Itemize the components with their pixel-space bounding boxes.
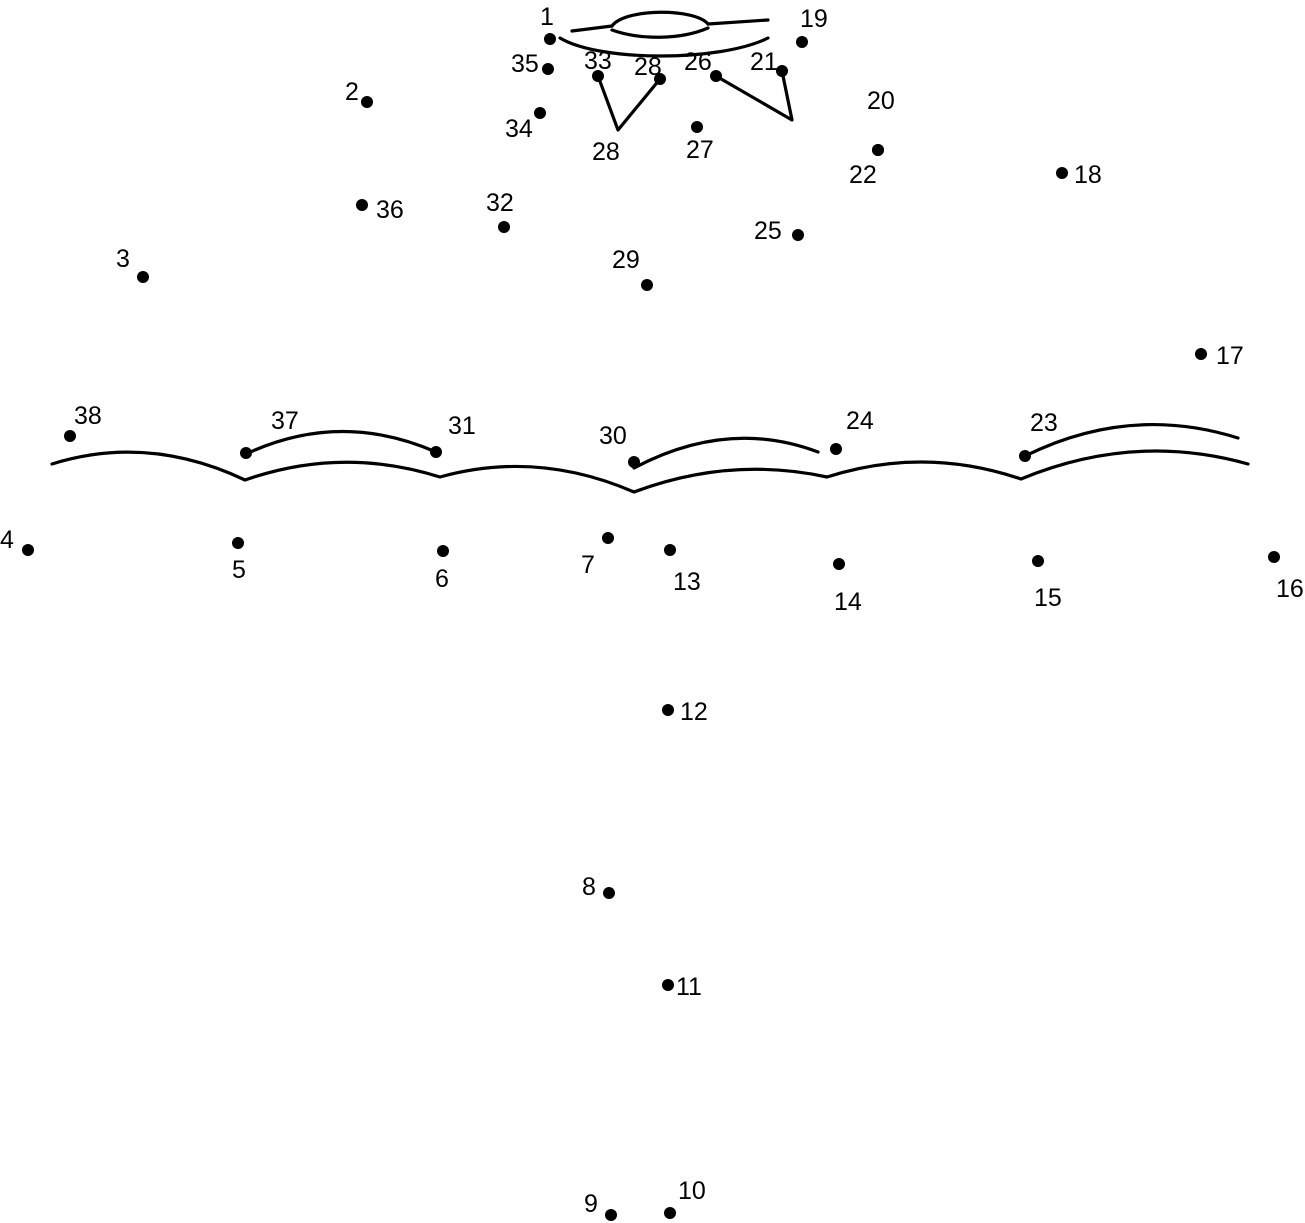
hat-right-brim-line [706, 18, 770, 26]
dot-label-26: 26 [684, 48, 712, 76]
dot-37 [240, 447, 252, 459]
dot-label-18: 18 [1074, 161, 1102, 189]
dot-28 [654, 73, 666, 85]
dot-label-20: 20 [867, 87, 895, 115]
scalloped-wave-line [50, 449, 1250, 494]
dot-29 [641, 279, 653, 291]
dot-8 [603, 887, 615, 899]
dot-9 [605, 1209, 617, 1221]
dot-label-15: 15 [1034, 584, 1062, 612]
dot-label-37: 37 [271, 407, 299, 435]
dot-12 [662, 704, 674, 716]
dot-label-34: 34 [505, 115, 533, 143]
dot-14 [833, 558, 845, 570]
dot-3 [137, 271, 149, 283]
dot-38 [64, 430, 76, 442]
dot-1 [544, 33, 556, 45]
hat-inner-line [610, 26, 710, 39]
dot-24 [830, 443, 842, 455]
dot-13 [664, 544, 676, 556]
dot-label-38: 38 [74, 402, 102, 430]
dot-19 [796, 36, 808, 48]
dot-11 [662, 979, 674, 991]
hat-bottom-line [558, 36, 770, 58]
guide-lines [50, 10, 1250, 494]
dot-33 [592, 70, 604, 82]
upper-arc-1 [244, 429, 438, 456]
dot-26 [710, 70, 722, 82]
left-v-line [596, 74, 662, 132]
dot-5 [232, 537, 244, 549]
hat-crown-line [610, 10, 710, 28]
dot-21 [776, 65, 788, 77]
dot-label-28: 28 [634, 53, 662, 81]
dot-label-12: 12 [680, 698, 708, 726]
dot-label-35: 35 [511, 50, 539, 78]
right-hook-line [714, 69, 794, 122]
dot-label-13: 13 [673, 568, 701, 596]
dot-2 [361, 96, 373, 108]
upper-arc-2 [632, 436, 820, 470]
dot-label-11: 11 [676, 973, 702, 1001]
dot-label-36: 36 [376, 196, 404, 224]
dot-label-25: 25 [754, 217, 782, 245]
dot-label-31: 31 [448, 412, 476, 440]
dot-label-19: 19 [800, 5, 828, 33]
dot-label-5: 5 [232, 556, 246, 584]
dot-label-10: 10 [678, 1177, 706, 1205]
dot-label-32: 32 [486, 189, 514, 217]
dot-10 [664, 1207, 676, 1219]
dot-label-3: 3 [116, 245, 130, 273]
hat-brim-line [570, 24, 614, 33]
dot-label-23: 23 [1030, 409, 1058, 437]
dot-16 [1268, 551, 1280, 563]
dot-label-2: 2 [345, 78, 359, 106]
dot-label-24: 24 [846, 407, 874, 435]
dot-30 [628, 456, 640, 468]
dot-label-27: 27 [686, 136, 714, 164]
dot-32 [498, 221, 510, 233]
extra-labels: 28 [592, 138, 620, 166]
dot-label-22: 22 [849, 161, 877, 189]
dot-6 [437, 545, 449, 557]
dot-25 [792, 229, 804, 241]
dot-label-8: 8 [582, 873, 596, 901]
dot-label-9: 9 [584, 1190, 598, 1218]
dot-label-17: 17 [1216, 342, 1244, 370]
dot-15 [1032, 555, 1044, 567]
dot-35 [542, 63, 554, 75]
extra-label-28: 28 [592, 138, 620, 166]
dot-18 [1056, 167, 1068, 179]
dot-36 [356, 199, 368, 211]
dot-4 [22, 544, 34, 556]
dot-label-14: 14 [834, 588, 862, 616]
dot-27 [691, 121, 703, 133]
dot-label-6: 6 [435, 565, 449, 593]
dot-label-16: 16 [1276, 575, 1304, 603]
dot-17 [1195, 348, 1207, 360]
dot-label-1: 1 [540, 3, 554, 31]
dot-22 [872, 144, 884, 156]
dot-label-21: 21 [750, 48, 778, 76]
dot-label-30: 30 [599, 422, 627, 450]
dot-label-7: 7 [581, 551, 595, 579]
upper-arc-3 [1023, 422, 1240, 458]
dot-34 [534, 107, 546, 119]
dot-31 [430, 446, 442, 458]
dot-label-4: 4 [0, 526, 14, 554]
dot-23 [1019, 450, 1031, 462]
dot-label-29: 29 [612, 246, 640, 274]
dot-label-33: 33 [584, 47, 612, 75]
dot-7 [602, 532, 614, 544]
